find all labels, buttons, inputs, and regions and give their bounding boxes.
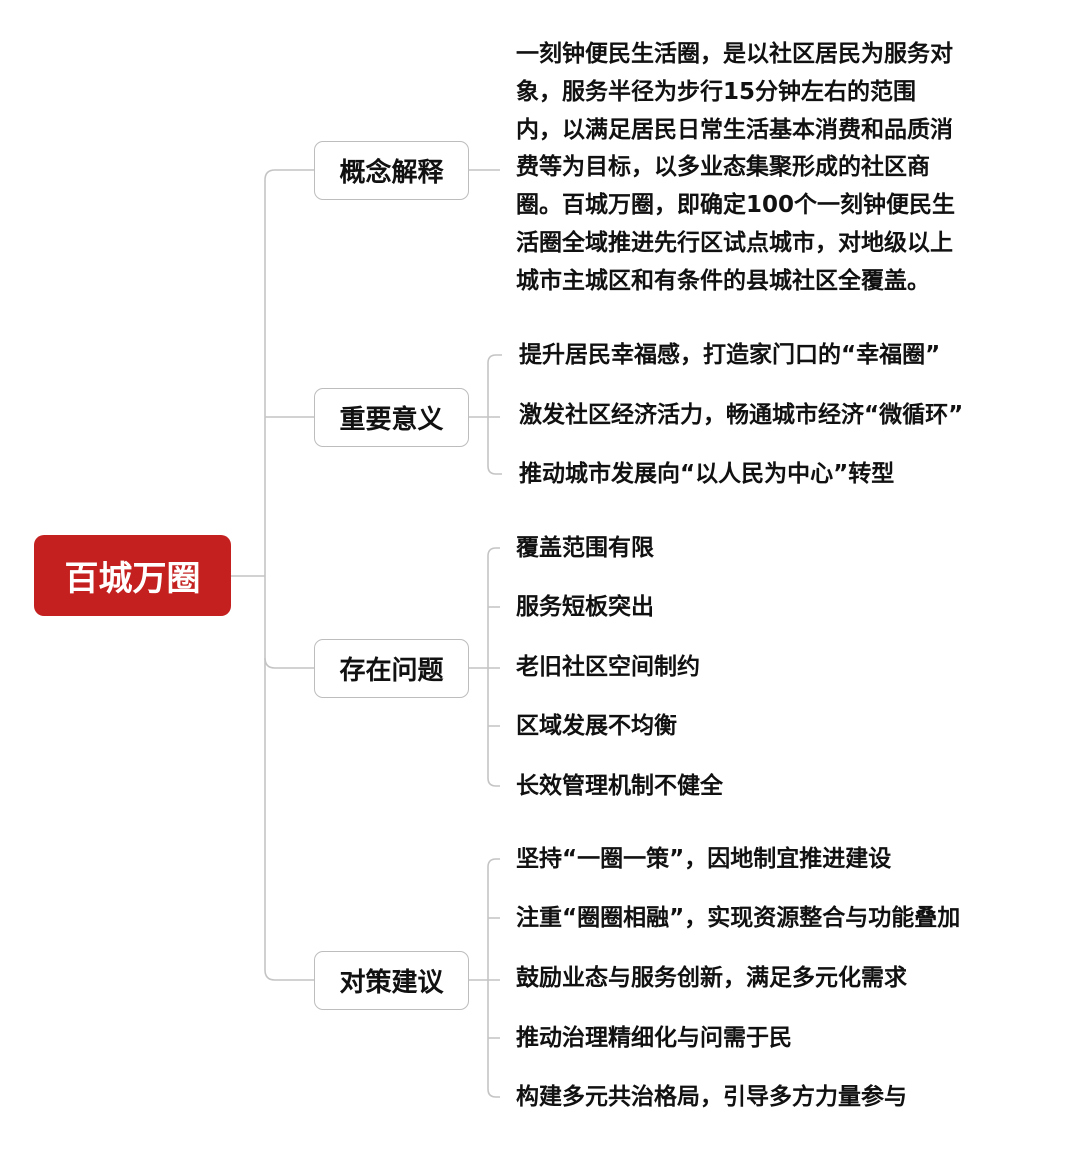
problem-item[interactable]: 覆盖范围有限 — [516, 535, 654, 561]
problem-item[interactable]: 老旧社区空间制约 — [516, 654, 700, 680]
branch-suggestions[interactable]: 对策建议 — [314, 951, 469, 1010]
problem-item[interactable]: 区域发展不均衡 — [516, 713, 677, 739]
branch-problems[interactable]: 存在问题 — [314, 639, 469, 698]
significance-item[interactable]: 激发社区经济活力，畅通城市经济“微循环” — [519, 402, 964, 428]
problem-item[interactable]: 长效管理机制不健全 — [516, 773, 723, 799]
concept-paragraph: 一刻钟便民生活圈，是以社区居民为服务对 象，服务半径为步行15分钟左右的范围 内… — [516, 36, 955, 301]
suggestion-item[interactable]: 注重“圈圈相融”，实现资源整合与功能叠加 — [516, 905, 961, 931]
paragraph-line: 一刻钟便民生活圈，是以社区居民为服务对 — [516, 41, 953, 67]
suggestion-item[interactable]: 推动治理精细化与问需于民 — [516, 1025, 792, 1051]
suggestion-item[interactable]: 坚持“一圈一策”，因地制宜推进建设 — [516, 846, 892, 872]
trunk-line — [264, 169, 314, 981]
branch-4-bracket — [487, 858, 500, 1098]
paragraph-line: 象，服务半径为步行15分钟左右的范围 — [516, 78, 917, 105]
branch-concept[interactable]: 概念解释 — [314, 141, 469, 200]
suggestion-item[interactable]: 构建多元共治格局，引导多方力量参与 — [516, 1084, 907, 1110]
paragraph-line: 圈。百城万圈，即确定100个一刻钟便民生 — [516, 192, 956, 219]
paragraph-line: 费等为目标，以多业态集聚形成的社区商 — [516, 154, 930, 181]
paragraph-line: 内，以满足居民日常生活基本消费和品质消 — [516, 116, 953, 143]
suggestion-item[interactable]: 鼓励业态与服务创新，满足多元化需求 — [516, 965, 907, 991]
branch-significance[interactable]: 重要意义 — [314, 388, 469, 447]
problem-item[interactable]: 服务短板突出 — [516, 594, 654, 620]
significance-item[interactable]: 推动城市发展向“以人民为中心”转型 — [519, 461, 895, 487]
significance-item[interactable]: 提升居民幸福感，打造家门口的“幸福圈” — [519, 342, 941, 368]
branch-3-bracket — [487, 547, 500, 787]
paragraph-line: 活圈全域推进先行区试点城市，对地级以上 — [516, 229, 953, 256]
root-node[interactable]: 百城万圈 — [34, 535, 231, 616]
paragraph-line: 城市主城区和有条件的县城社区全覆盖。 — [516, 267, 930, 294]
trunk-branch-3 — [264, 657, 314, 669]
branch-2-bracket — [487, 354, 502, 475]
